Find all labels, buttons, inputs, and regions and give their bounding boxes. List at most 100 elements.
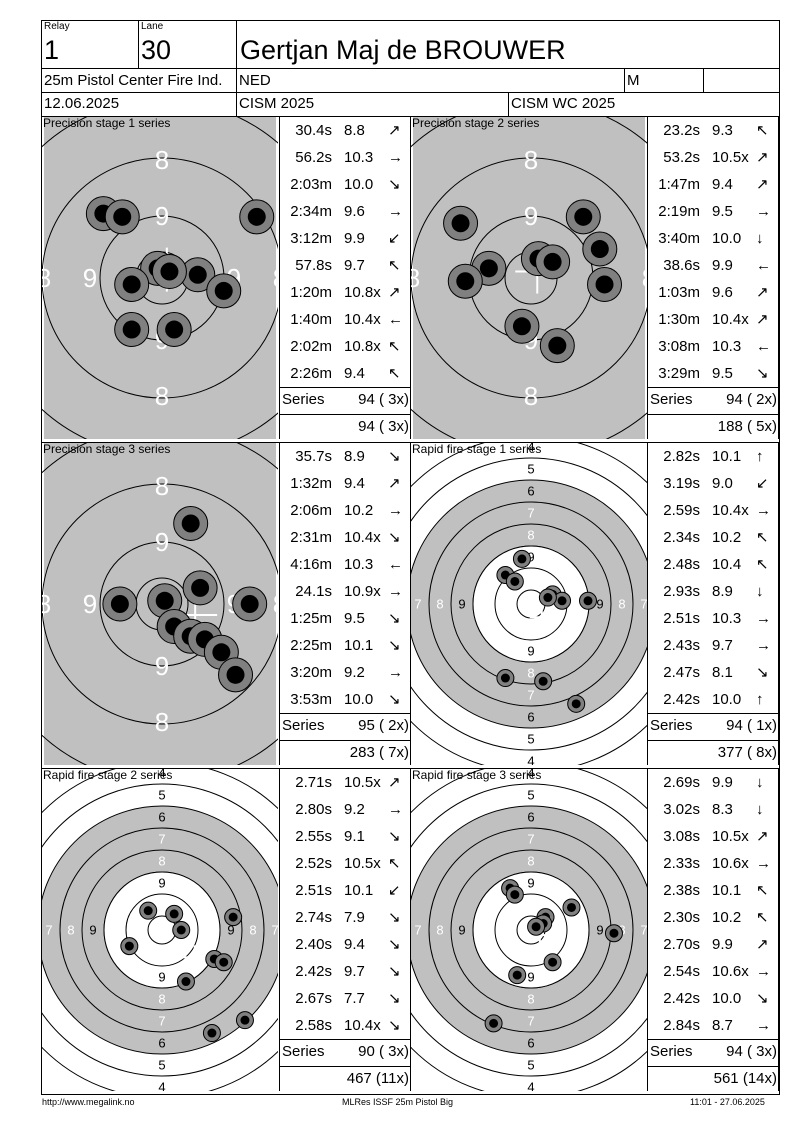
row-divider	[648, 1039, 779, 1040]
header-divider	[41, 68, 780, 69]
rapid-fire-target: 45678998765467899876	[411, 769, 647, 1091]
competition: CISM 2025	[239, 95, 315, 112]
shot-direction-icon: ↗	[756, 176, 769, 193]
shot-score: 9.6	[344, 203, 365, 220]
shot-score: 10.3	[712, 338, 742, 355]
footer-url[interactable]: http://www.megalink.no	[42, 1097, 135, 1107]
ring-label: 5	[158, 788, 165, 803]
ring-label: 6	[527, 1036, 534, 1051]
relay-label: Relay	[44, 21, 70, 32]
cumulative-total: 467 (11x)	[346, 1070, 409, 1087]
series-label: Series	[282, 1043, 325, 1060]
shot-direction-icon: ↑	[756, 448, 764, 465]
shot-time: 2.55s	[295, 828, 332, 845]
gender: M	[627, 72, 640, 89]
header-divider	[41, 92, 780, 93]
shot-score: 10.5x	[712, 828, 749, 845]
series-total: 94 ( 3x)	[358, 391, 409, 408]
ring-label: 9	[596, 597, 603, 612]
shot-direction-icon: →	[756, 1017, 771, 1034]
ring-label: 4	[527, 1080, 534, 1092]
shot-time: 2.71s	[295, 774, 332, 791]
ring-label: 7	[271, 923, 278, 938]
header-divider	[703, 68, 704, 92]
shot-direction-icon: ↖	[756, 556, 769, 573]
nation: NED	[239, 72, 271, 89]
shot-score: 10.4x	[712, 311, 749, 328]
shot-score: 9.4	[344, 936, 365, 953]
ring-label: 8	[642, 263, 647, 293]
shot-direction-icon: →	[388, 203, 403, 220]
shot-score: 9.9	[712, 257, 733, 274]
ring-label: 6	[527, 710, 534, 725]
shot-hole	[539, 328, 575, 364]
shot-time: 1:32m	[290, 475, 332, 492]
shot-score: 10.5x	[344, 855, 381, 872]
shot-score: 10.9x	[344, 583, 381, 600]
shot-direction-icon: ↙	[388, 230, 401, 247]
shot-time: 56.2s	[295, 149, 332, 166]
shot-time: 1:47m	[658, 176, 700, 193]
shot-time: 2:34m	[290, 203, 332, 220]
shot-score: 10.3	[344, 556, 374, 573]
shot-hole	[543, 953, 562, 972]
shot-time: 57.8s	[295, 257, 332, 274]
shot-direction-icon: ↘	[388, 828, 401, 845]
shot-time: 2.40s	[295, 936, 332, 953]
ring-label: 7	[414, 923, 421, 938]
shot-time: 4:16m	[290, 556, 332, 573]
shot-hole	[235, 1011, 254, 1030]
target-ring	[411, 457, 647, 751]
ring-label: 7	[527, 506, 534, 521]
ring-label: 4	[158, 769, 165, 781]
shot-time: 1:20m	[290, 284, 332, 301]
shot-time: 2.48s	[663, 556, 700, 573]
ring-label: 8	[436, 597, 443, 612]
shot-hole	[604, 924, 623, 943]
ring-label: 9	[458, 597, 465, 612]
ring-label: 8	[158, 992, 165, 1007]
ring-label: 8	[618, 597, 625, 612]
shot-time: 2:02m	[290, 338, 332, 355]
header-divider	[624, 68, 625, 92]
shot-score: 10.4x	[712, 502, 749, 519]
row-divider	[280, 1039, 411, 1040]
shot-hole	[232, 586, 268, 622]
ring-label: 9	[158, 970, 165, 985]
target-ring	[103, 871, 221, 989]
row-divider	[648, 713, 779, 714]
shot-score: 10.4x	[344, 529, 381, 546]
row-divider	[280, 387, 411, 388]
ring-label: 9	[155, 527, 169, 557]
shot-direction-icon: ↖	[388, 257, 401, 274]
panel-divider	[42, 768, 411, 769]
ring-label: 4	[527, 769, 534, 781]
shot-time: 38.6s	[663, 257, 700, 274]
shot-time: 1:03m	[658, 284, 700, 301]
shot-direction-icon: ↘	[388, 448, 401, 465]
series-label: Series	[650, 391, 693, 408]
shot-hole	[496, 669, 515, 688]
shot-direction-icon: ↙	[756, 475, 769, 492]
ring-label: 9	[527, 970, 534, 985]
ring-label: 8	[155, 145, 169, 175]
cumulative-total: 188 ( 5x)	[717, 418, 777, 435]
shot-score: 9.4	[344, 475, 365, 492]
